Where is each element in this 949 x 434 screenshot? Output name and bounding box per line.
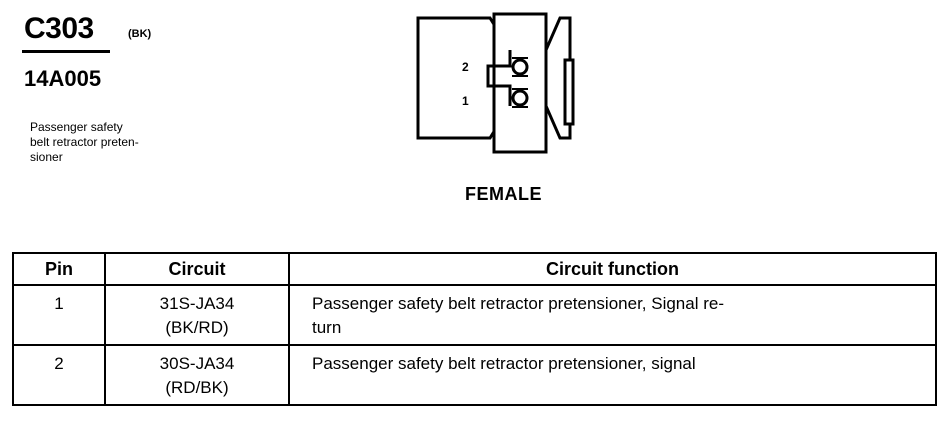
header-circuit-function: Circuit function xyxy=(288,252,937,286)
cavity-divider xyxy=(512,57,528,108)
function-line: turn xyxy=(312,318,342,337)
circuit-code: 30S-JA34 xyxy=(159,354,235,373)
cell-circuit-function: Passenger safety belt retractor pretensi… xyxy=(288,344,937,406)
table-row: 1 31S-JA34 (BK/RD) Passenger safety belt… xyxy=(12,284,937,346)
description-line: sioner xyxy=(30,150,63,164)
connector-description: Passenger safety belt retractor preten- … xyxy=(30,120,230,165)
header-pin: Pin xyxy=(12,252,106,286)
description-line: belt retractor preten- xyxy=(30,135,139,149)
circuit-color: (RD/BK) xyxy=(165,378,229,397)
pin-label-2: 2 xyxy=(462,60,469,74)
latch-recess xyxy=(486,50,512,106)
table-header-row: Pin Circuit Circuit function xyxy=(12,252,937,286)
terminal-block xyxy=(492,12,548,154)
pin-label-1: 1 xyxy=(462,94,469,108)
header-circuit: Circuit xyxy=(104,252,290,286)
cell-pin: 1 xyxy=(12,284,106,346)
cell-circuit: 31S-JA34 (BK/RD) xyxy=(104,284,290,346)
table-row: 2 30S-JA34 (RD/BK) Passenger safety belt… xyxy=(12,344,937,406)
circuit-code: 31S-JA34 xyxy=(159,294,235,313)
connector-face-diagram xyxy=(416,12,575,154)
cell-circuit-function: Passenger safety belt retractor pretensi… xyxy=(288,284,937,346)
pin-cavity-2 xyxy=(511,58,529,76)
part-number: 14A005 xyxy=(24,66,102,91)
cell-pin: 2 xyxy=(12,344,106,406)
description-line: Passenger safety xyxy=(30,120,123,134)
connector-id: C303 xyxy=(24,12,94,45)
function-line: Passenger safety belt retractor pretensi… xyxy=(312,294,724,313)
pinout-table: Pin Circuit Circuit function 1 31S-JA34 … xyxy=(12,252,937,406)
latch-slot xyxy=(563,58,575,126)
circuit-color: (BK/RD) xyxy=(165,318,229,337)
connector-color-code: (BK) xyxy=(128,28,152,40)
cell-circuit: 30S-JA34 (RD/BK) xyxy=(104,344,290,406)
connector-gender: FEMALE xyxy=(465,184,542,204)
pin-cavity-1 xyxy=(511,89,529,107)
connector-id-underline xyxy=(22,50,110,53)
function-line: Passenger safety belt retractor pretensi… xyxy=(312,354,696,373)
